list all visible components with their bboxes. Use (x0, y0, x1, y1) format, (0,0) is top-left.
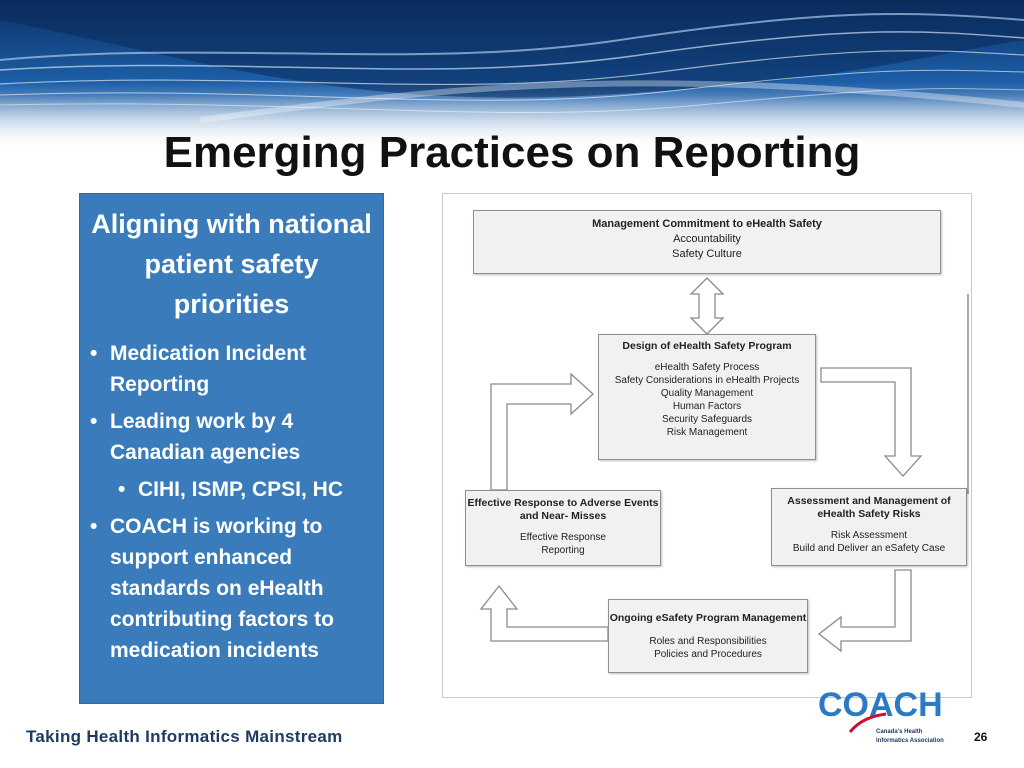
box-item: Human Factors (599, 400, 815, 413)
page-number: 26 (974, 730, 987, 744)
coach-logo: COACH Canada's Health Informatics Associ… (818, 690, 968, 750)
box-item: Effective Response (466, 531, 660, 544)
double-arrow-icon (691, 278, 723, 334)
list-item-text: COACH is working to support enhanced sta… (110, 515, 334, 662)
arrow-left-icon (819, 570, 911, 651)
bullet-marker: • (90, 511, 97, 542)
logo-tagline-line: Informatics Association (876, 737, 966, 746)
risk-assessment-box: Assessment and Management of eHealth Saf… (771, 488, 967, 566)
design-program-box: Design of eHealth Safety Program eHealth… (598, 334, 816, 460)
priorities-panel: Aligning with national patient safety pr… (79, 193, 384, 704)
list-item: • Medication Incident Reporting (88, 338, 375, 400)
box-item: Roles and Responsibilities (609, 635, 807, 648)
box-item: Safety Culture (474, 247, 940, 262)
arrow-right-icon (491, 374, 593, 490)
logo-tagline-line: Canada's Health (876, 728, 966, 737)
box-item: Reporting (466, 544, 660, 557)
arrow-down-icon (821, 368, 921, 476)
box-item: Risk Assessment (772, 529, 966, 542)
list-item: • CIHI, ISMP, CPSI, HC (88, 474, 375, 505)
footer-tagline: Taking Health Informatics Mainstream (26, 727, 343, 747)
logo-tagline: Canada's Health Informatics Association (876, 728, 966, 746)
list-item-text: Medication Incident Reporting (110, 342, 306, 396)
ongoing-management-box: Ongoing eSafety Program Management Roles… (608, 599, 808, 673)
list-item: • Leading work by 4 Canadian agencies (88, 406, 375, 468)
box-item: Accountability (474, 232, 940, 247)
box-item: Safety Considerations in eHealth Project… (599, 374, 815, 387)
box-item: Quality Management (599, 387, 815, 400)
list-item-text: Leading work by 4 Canadian agencies (110, 410, 300, 464)
box-heading: Ongoing eSafety Program Management (609, 612, 807, 625)
arrow-up-icon (481, 586, 608, 641)
safety-program-diagram: Management Commitment to eHealth Safety … (442, 193, 972, 698)
box-item: Risk Management (599, 426, 815, 439)
box-heading: Design of eHealth Safety Program (599, 340, 815, 353)
bullet-marker: • (118, 474, 125, 505)
management-commitment-box: Management Commitment to eHealth Safety … (473, 210, 941, 274)
slide-title: Emerging Practices on Reporting (0, 128, 1024, 178)
list-item: • COACH is working to support enhanced s… (88, 511, 375, 666)
bullet-list: • Medication Incident Reporting • Leadin… (80, 338, 383, 666)
bullet-marker: • (90, 406, 97, 437)
box-item: Policies and Procedures (609, 648, 807, 661)
box-heading: Assessment and Management of eHealth Saf… (772, 495, 966, 521)
box-heading: Management Commitment to eHealth Safety (474, 217, 940, 232)
box-heading: Effective Response to Adverse Events and… (466, 497, 660, 523)
effective-response-box: Effective Response to Adverse Events and… (465, 490, 661, 566)
box-item: Build and Deliver an eSafety Case (772, 542, 966, 555)
bullet-marker: • (90, 338, 97, 369)
panel-heading: Aligning with national patient safety pr… (88, 204, 375, 324)
box-item: eHealth Safety Process (599, 361, 815, 374)
box-item: Security Safeguards (599, 413, 815, 426)
list-item-text: CIHI, ISMP, CPSI, HC (138, 478, 343, 501)
